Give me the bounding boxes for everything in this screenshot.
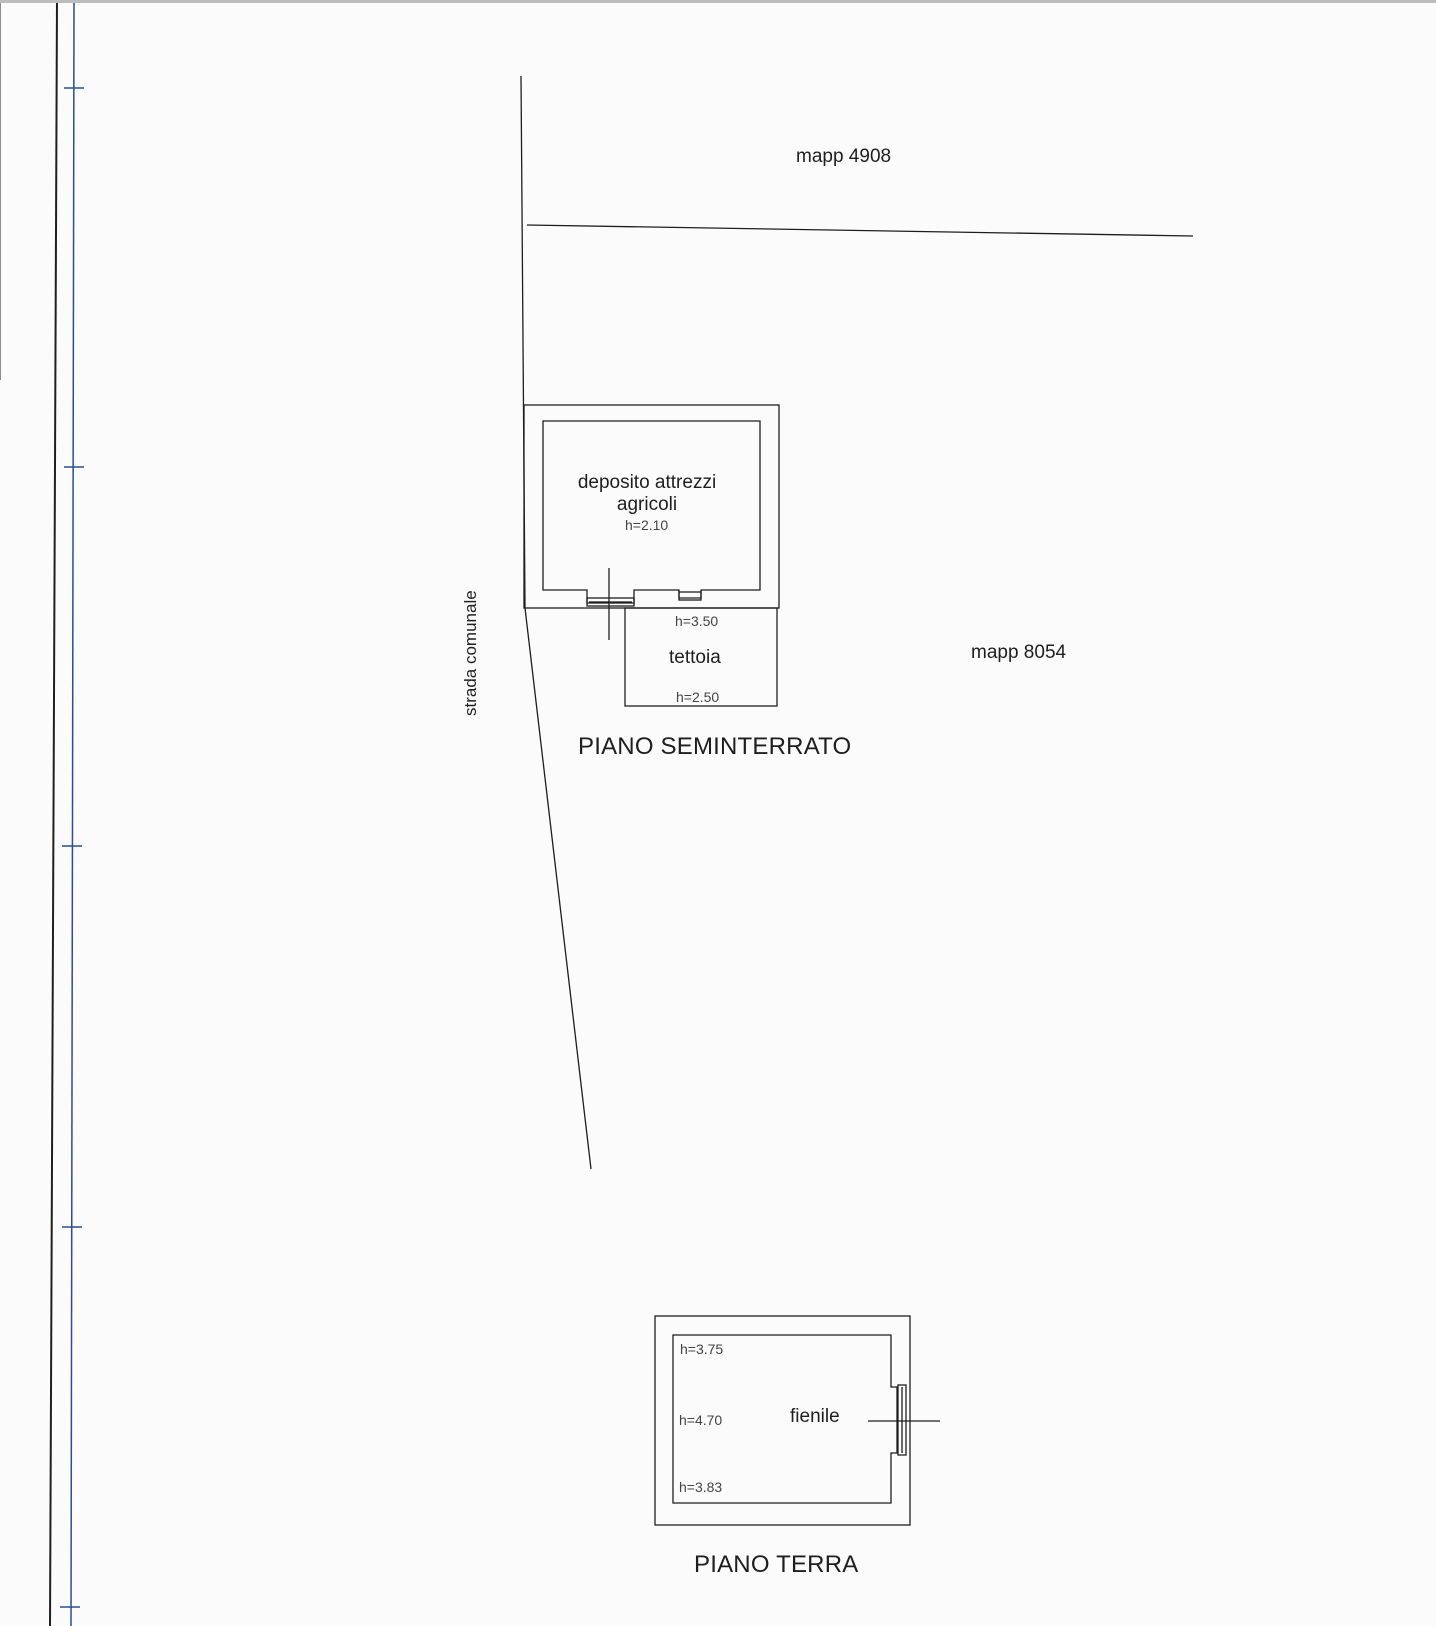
ground-inner-wall [672,1334,898,1504]
ground-floor-title: PIANO TERRA [694,1551,859,1578]
canopy-label: tettoia [669,647,721,668]
boundary-road-lower [524,607,592,1170]
basement-window [678,591,702,601]
parcel-label-east: mapp 8054 [971,642,1067,663]
ground-room-label: fienile [790,1406,840,1427]
basement-floor-title: PIANO SEMINTERRATO [578,733,852,760]
top-edge-shadow [0,0,1436,3]
margin-ticks [60,87,84,1608]
ground-height-mid: h=4.70 [679,1412,723,1428]
basement-plan [523,404,780,707]
boundary-north-parcel [526,224,1194,237]
ground-floor-plan [654,1315,940,1526]
basement-door-frame [586,597,635,607]
parcel-label-north: mapp 4908 [796,146,892,167]
ground-height-bottom: h=3.83 [679,1479,723,1495]
boundary-lines [520,75,1194,1170]
basement-room-line1: deposito attrezzi [577,472,717,493]
canopy-outline [624,607,778,707]
ground-height-top: h=3.75 [680,1341,724,1357]
ground-door-frame [897,1384,907,1456]
basement-inner-wall [542,420,761,604]
margin-frame [0,0,75,1626]
canopy-height-bottom: h=2.50 [676,689,720,705]
basement-room-label: deposito attrezzi agricoli [564,472,730,516]
basement-room-height: h=2.10 [625,517,669,533]
canopy-height-top: h=3.50 [675,613,719,629]
street-label: strada comunale [461,590,480,716]
basement-room-line2: agricoli [616,494,678,515]
